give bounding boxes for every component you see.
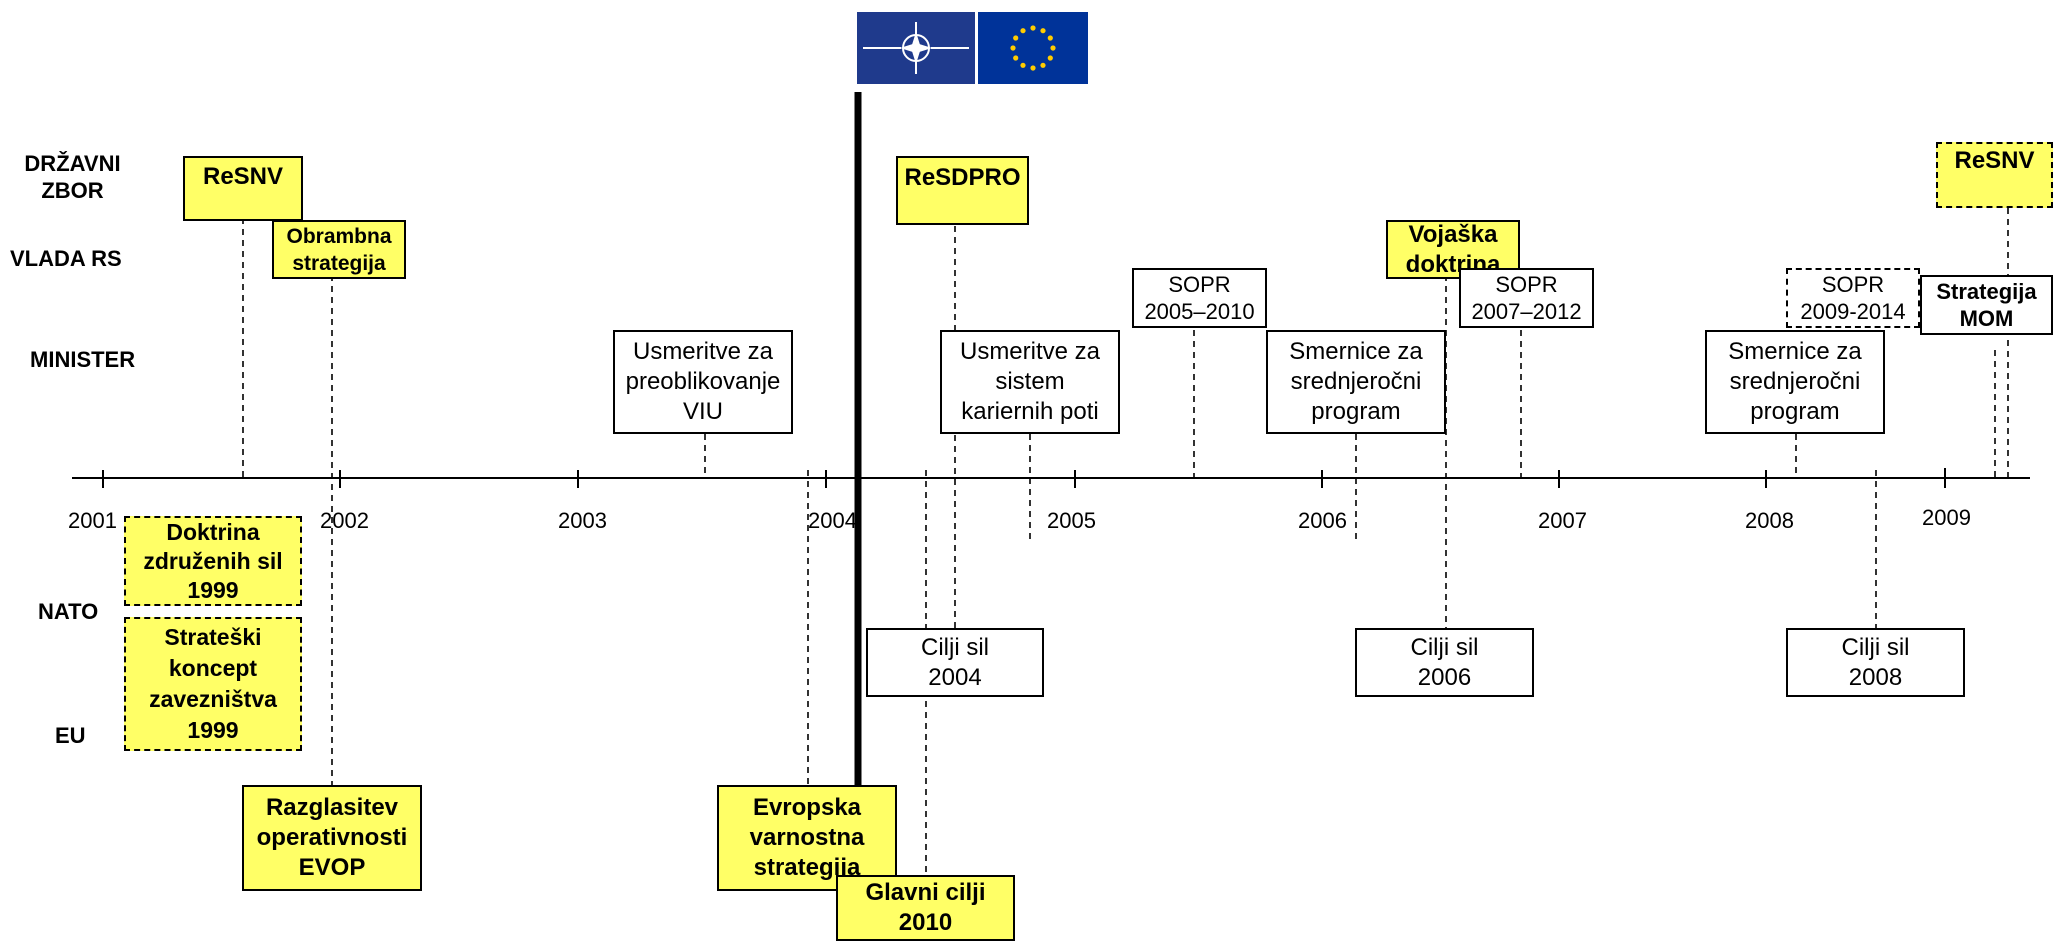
resnv-2009-box: ReSNV [1936,142,2053,208]
strategija-mom-box: Strategija MOM [1920,275,2053,335]
resdpro-box: ReSDPRO [896,156,1029,225]
year-label: 2007 [1538,508,1587,533]
row-label-nato: NATO [38,599,99,624]
resnv-2001-box: ReSNV [183,156,303,221]
year-label: 2009 [1922,505,1971,530]
cilji-sil-2008-box: Cilji sil 2008 [1786,628,1965,697]
sopr-2007-2012-box: SOPR 2007–2012 [1459,268,1594,328]
usmeritve-kariernih-poti-box: Usmeritve za sistem kariernih poti [940,330,1120,434]
row-label-minister: MINISTER [30,347,136,372]
doktrina-zdruzenih-sil-box: Doktrina združenih sil 1999 [124,516,302,606]
year-label: 2004 [808,508,857,533]
strateski-koncept-box: Strateški koncept zavezništva 1999 [124,617,302,751]
year-label: 2006 [1298,508,1347,533]
year-label: 2001 [68,508,117,533]
sopr-2005-2010-box: SOPR 2005–2010 [1132,268,1267,328]
razglasitev-evop-box: Razglasitev operativnosti EVOP [242,785,422,891]
smernice-2008-box: Smernice za srednjeročni program [1705,330,1885,434]
year-label: 2002 [320,508,369,533]
obrambna-strategija-box: Obrambna strategija [272,220,406,279]
row-label-drzavni-zbor: DRŽAVNI ZBOR [24,151,121,203]
usmeritve-viu-box: Usmeritve za preoblikovanje VIU [613,330,793,434]
glavni-cilji-2010-box: Glavni cilji 2010 [836,875,1015,941]
cilji-sil-2004-box: Cilji sil 2004 [866,628,1044,697]
evropska-varnostna-strategija-box: Evropska varnostna strategija [717,785,897,891]
year-ticks [102,468,1946,488]
cilji-sil-2006-box: Cilji sil 2006 [1355,628,1534,697]
smernice-2006-box: Smernice za srednjeročni program [1266,330,1446,434]
nato-flag-icon [857,12,975,84]
year-label: 2005 [1047,508,1096,533]
year-label: 2003 [558,508,607,533]
eu-flag-icon [978,12,1088,84]
row-label-vlada: VLADA RS [10,246,122,271]
row-label-eu: EU [55,723,86,748]
connector-lines [242,208,2009,875]
year-label: 2008 [1745,508,1794,533]
sopr-2009-2014-box: SOPR 2009-2014 [1786,268,1920,328]
